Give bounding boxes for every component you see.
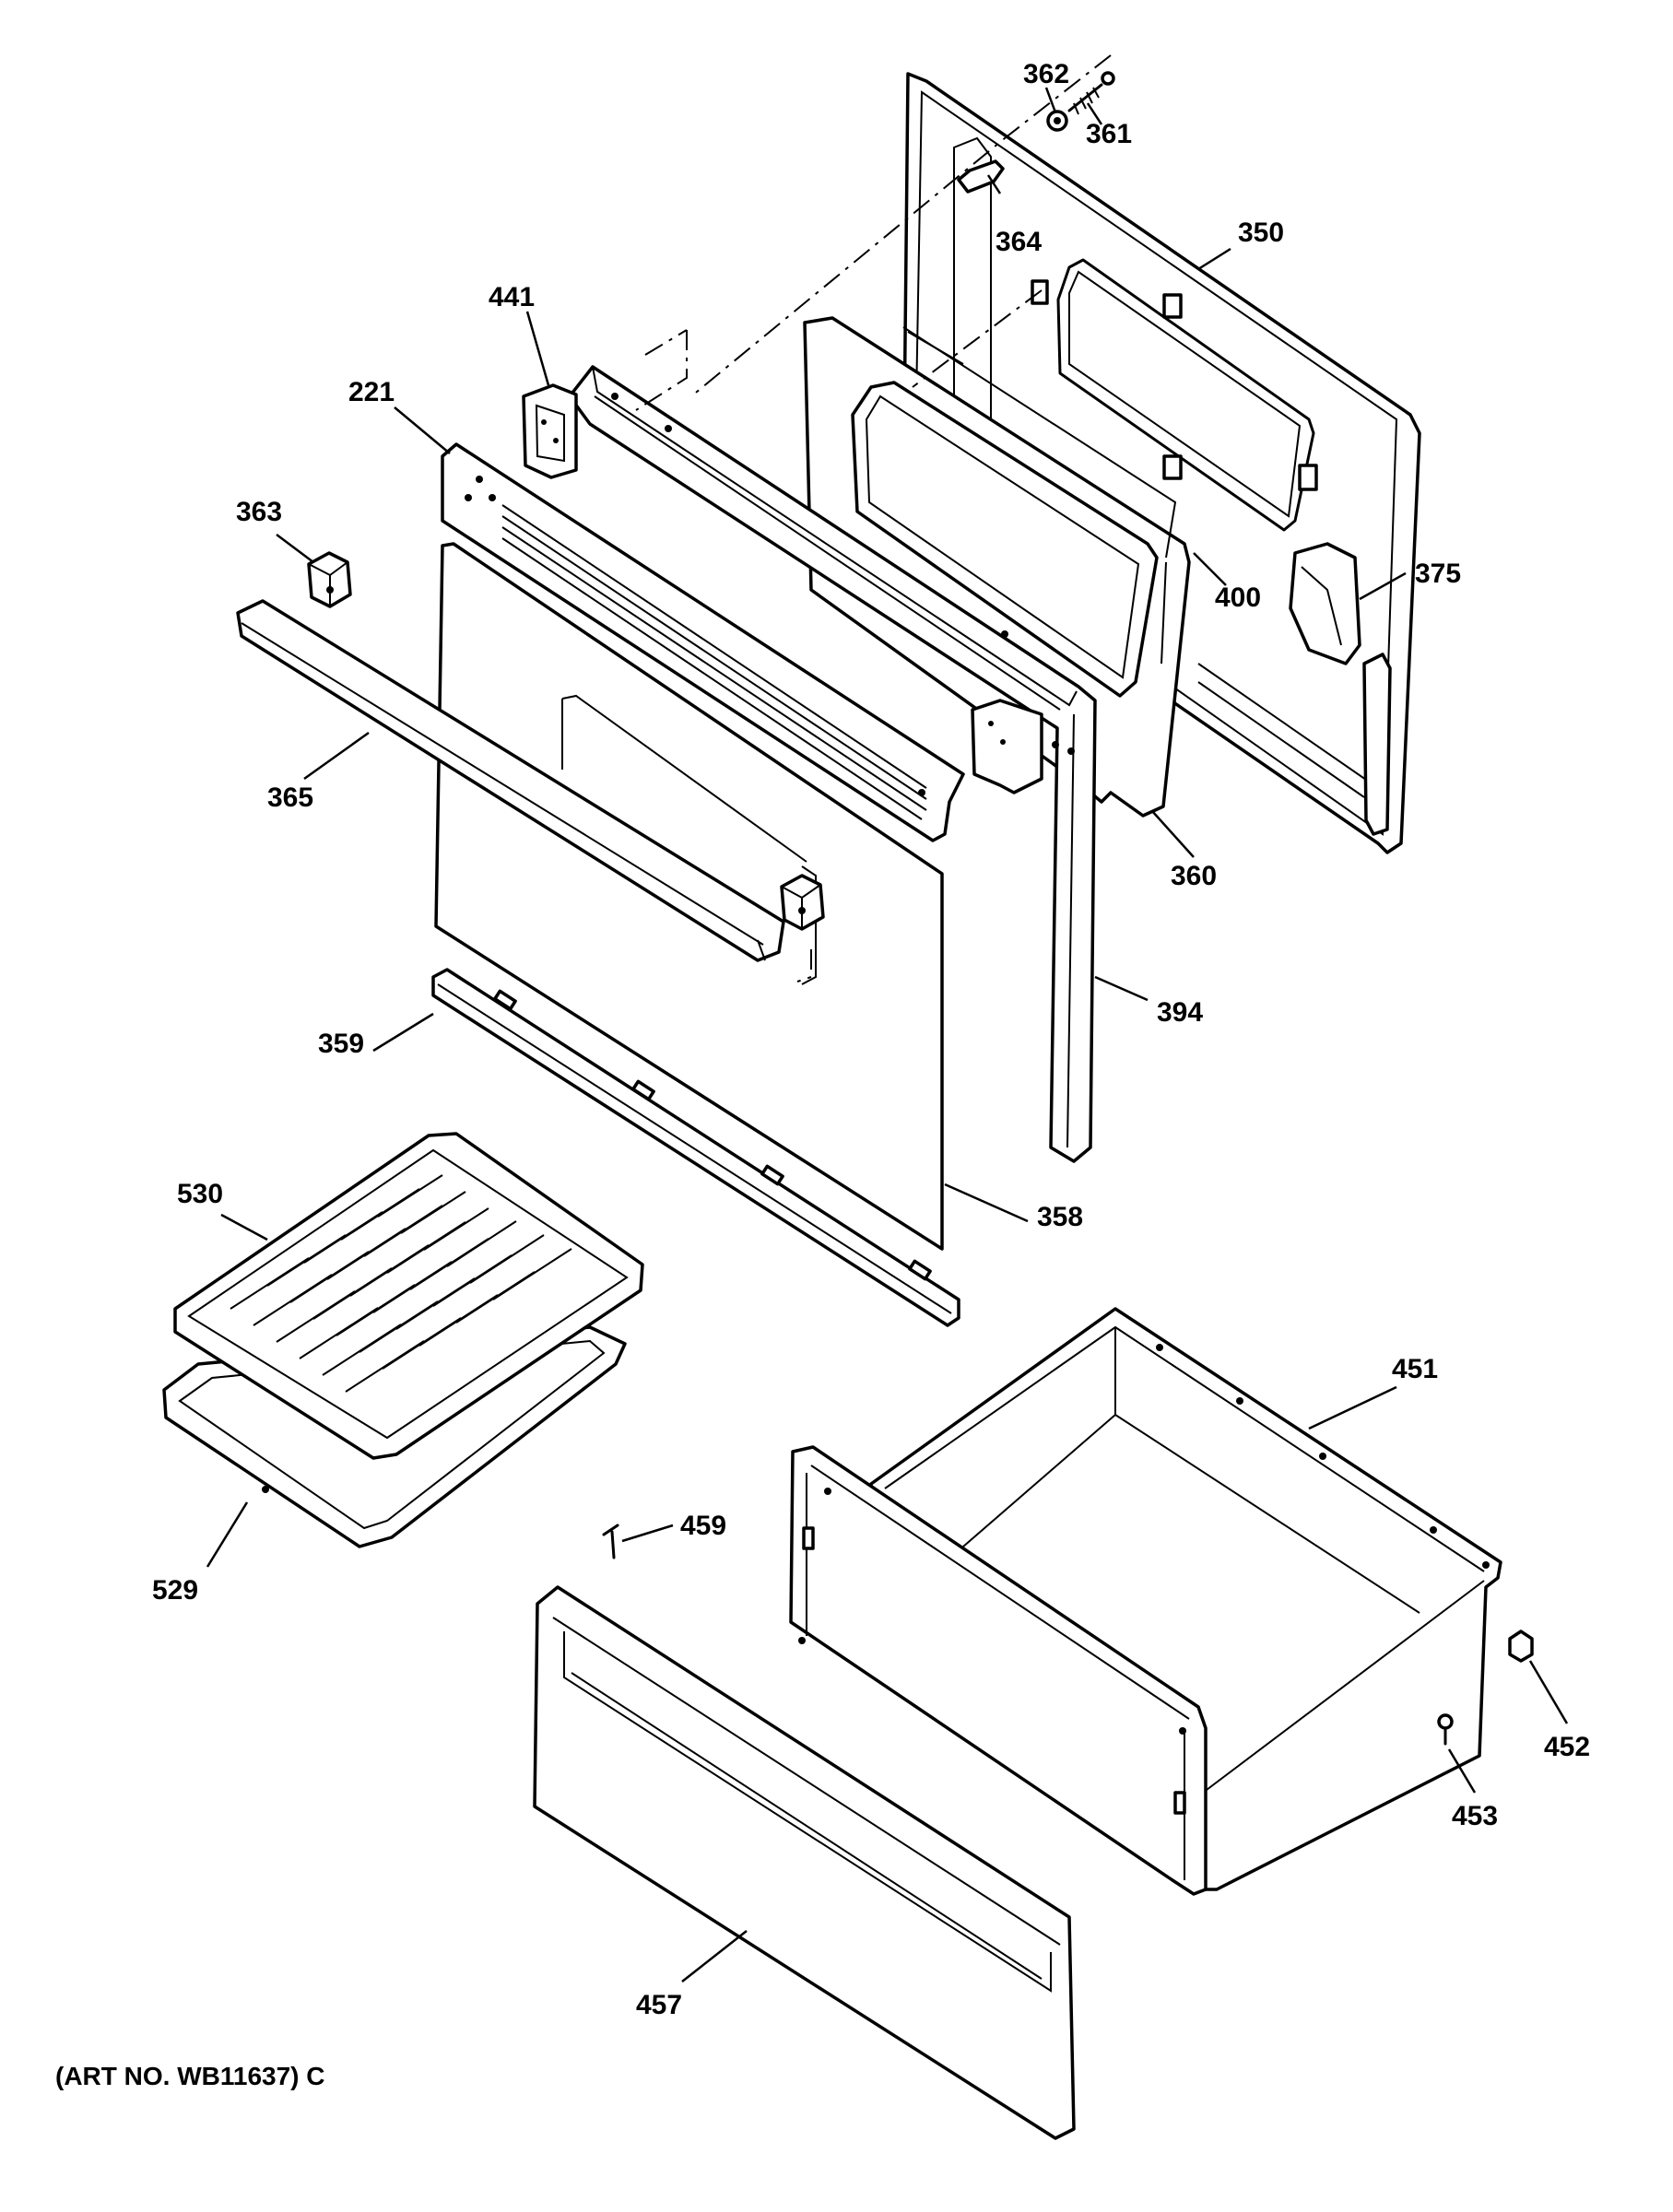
part-364-hinge-pin (957, 159, 1005, 194)
part-right-hinge-plate (971, 699, 1043, 794)
part-361-screw (1067, 71, 1115, 115)
part-441-hinge-bracket (522, 383, 578, 479)
art-number: (ART NO. WB11637) C (55, 2062, 325, 2090)
label-529: 529 (152, 1575, 198, 1606)
part-labels: 362 361 364 350 441 221 363 400 375 365 … (152, 59, 1590, 2020)
label-451: 451 (1392, 1354, 1438, 1384)
label-350: 350 (1238, 218, 1284, 248)
part-362-washer (1046, 110, 1068, 132)
part-221-vent-trim (441, 442, 965, 842)
label-400: 400 (1215, 582, 1261, 613)
hinge-axis-line (690, 54, 1112, 397)
label-459: 459 (680, 1511, 726, 1541)
part-350-outer-door-panel (901, 72, 1421, 854)
label-394: 394 (1157, 997, 1203, 1028)
part-363-handle-cap-right (780, 874, 825, 931)
part-452-clip (1508, 1630, 1534, 1663)
label-530: 530 (177, 1179, 223, 1209)
part-363-handle-cap (307, 551, 352, 608)
label-361: 361 (1086, 119, 1132, 149)
label-441: 441 (489, 282, 535, 312)
label-221: 221 (348, 377, 395, 407)
part-530-broiler-grid (173, 1132, 644, 1460)
label-453: 453 (1452, 1801, 1498, 1831)
broiler-grid-slots (230, 1174, 572, 1393)
part-365-door-handle (236, 599, 785, 962)
label-457: 457 (636, 1990, 682, 2020)
label-363: 363 (236, 497, 282, 527)
label-362: 362 (1023, 59, 1069, 89)
part-457-drawer-front (533, 1585, 1076, 2140)
hinge-axis-line-3 (644, 329, 688, 356)
label-360: 360 (1171, 861, 1217, 891)
part-459-screw (602, 1524, 619, 1559)
label-452: 452 (1544, 1732, 1590, 1762)
label-359: 359 (318, 1029, 364, 1059)
part-360-window-frame (803, 316, 1191, 818)
label-365: 365 (267, 782, 313, 813)
label-358: 358 (1037, 1202, 1083, 1232)
part-359-bottom-trim (431, 968, 960, 1327)
label-375: 375 (1415, 559, 1461, 589)
part-394-inner-door-frame (568, 365, 1097, 1163)
leader-lines (206, 87, 1569, 1983)
hinge-axis-line-2 (635, 330, 688, 411)
cap-axis-line (796, 949, 812, 982)
hinge-axis-line-4 (912, 289, 1043, 388)
part-453-screw (1437, 1713, 1454, 1746)
label-364: 364 (996, 227, 1042, 257)
part-drawer-inner-front (789, 1445, 1208, 1896)
